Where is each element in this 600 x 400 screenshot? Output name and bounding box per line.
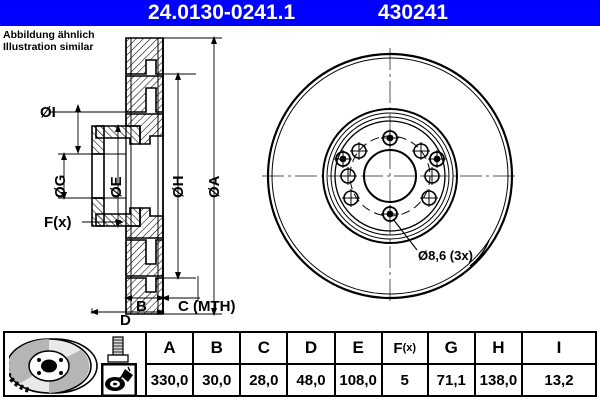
brake-disc-icon bbox=[9, 338, 98, 394]
circle-ring-H bbox=[322, 108, 458, 244]
drawing-svg bbox=[50, 36, 518, 316]
table-grid: A B C D E F(x) G H I 330,0 30,0 28,0 48,… bbox=[147, 333, 595, 395]
specification-table: A B C D E F(x) G H I 330,0 30,0 28,0 48,… bbox=[3, 331, 597, 397]
col-header-Fx-main: F bbox=[393, 339, 403, 357]
value-E: 108,0 bbox=[336, 365, 383, 395]
table-header-row: A B C D E F(x) G H I bbox=[147, 333, 595, 365]
table-value-row: 330,0 30,0 28,0 48,0 108,0 5 71,1 138,0 … bbox=[147, 365, 595, 395]
callout-arc bbox=[469, 239, 490, 267]
col-header-H: H bbox=[476, 333, 523, 363]
dimension-lines-left bbox=[50, 36, 222, 316]
circle-ring-inner2 bbox=[330, 116, 450, 236]
section-upper-vent bbox=[125, 75, 164, 113]
label-I: ØI bbox=[40, 104, 56, 121]
label-hole-callout: Ø8,6 (3x) bbox=[418, 248, 473, 263]
label-C: C (MTH) bbox=[178, 298, 236, 315]
value-G: 71,1 bbox=[429, 365, 476, 395]
label-D: D bbox=[120, 312, 131, 329]
value-D: 48,0 bbox=[288, 365, 336, 395]
section-hat-flange-upper bbox=[91, 125, 105, 155]
circle-centre-bore-G bbox=[363, 149, 417, 203]
col-header-Fx-sub: (x) bbox=[402, 342, 417, 354]
lug-hole bbox=[339, 167, 357, 185]
label-B: B bbox=[136, 298, 147, 315]
lug-hole bbox=[342, 189, 360, 207]
threaded-hole bbox=[334, 150, 352, 168]
value-H: 138,0 bbox=[476, 365, 523, 395]
value-A: 330,0 bbox=[147, 365, 195, 395]
label-Fx: F(x) bbox=[44, 214, 72, 231]
col-header-G: G bbox=[429, 333, 476, 363]
header-banner: 24.0130-0241.1 430241 bbox=[0, 0, 600, 26]
label-E: ØE bbox=[108, 176, 125, 198]
value-I: 13,2 bbox=[544, 371, 574, 389]
note-line-de: Abbildung ähnlich bbox=[3, 29, 95, 41]
drawing-canvas: ØI ØG ØE ØH ØA F(x) B C (MTH) D Ø8,6 (3x… bbox=[0, 26, 600, 329]
col-header-C: C bbox=[241, 333, 289, 363]
section-lower-ring bbox=[125, 277, 164, 315]
col-header-D: D bbox=[288, 333, 336, 363]
threaded-hole bbox=[428, 150, 446, 168]
value-C: 28,0 bbox=[241, 365, 289, 395]
col-header-E: E bbox=[336, 333, 383, 363]
label-A: ØA bbox=[206, 175, 223, 199]
section-lower-vent bbox=[125, 239, 164, 277]
threaded-hole-group bbox=[334, 129, 446, 223]
spray-tool-icon bbox=[101, 363, 137, 397]
lug-hole bbox=[420, 189, 438, 207]
section-hat-bore bbox=[91, 153, 105, 199]
cross-section-view bbox=[91, 37, 164, 315]
label-H: ØH bbox=[170, 175, 187, 199]
circle-outer-A bbox=[266, 52, 514, 300]
bolt-icon bbox=[107, 336, 129, 363]
illustration-note: Abbildung ähnlich Illustration similar bbox=[3, 29, 95, 53]
callout-leader bbox=[392, 218, 418, 251]
col-header-B: B bbox=[194, 333, 242, 363]
col-header-A: A bbox=[147, 333, 195, 363]
lug-hole-group bbox=[339, 142, 441, 207]
threaded-hole bbox=[381, 129, 399, 147]
part-number: 24.0130-0241.1 bbox=[148, 1, 296, 24]
section-upper-ring bbox=[125, 37, 164, 75]
col-header-I: I bbox=[556, 338, 562, 357]
threaded-hole bbox=[381, 205, 399, 223]
circle-hat-E bbox=[334, 120, 446, 232]
note-line-en: Illustration similar bbox=[3, 41, 94, 53]
col-header-Fx: F(x) bbox=[383, 333, 429, 363]
icons-cell bbox=[5, 333, 147, 397]
lug-hole bbox=[350, 142, 368, 160]
circle-outer-inner bbox=[271, 57, 509, 295]
value-B: 30,0 bbox=[194, 365, 242, 395]
lug-hole bbox=[412, 142, 430, 160]
reference-code: 430241 bbox=[378, 1, 449, 24]
label-G: ØG bbox=[52, 174, 69, 198]
lug-hole bbox=[423, 167, 441, 185]
section-lower-transition bbox=[125, 207, 164, 239]
value-Fx: 5 bbox=[383, 365, 429, 395]
front-view bbox=[262, 48, 518, 304]
circle-ring-inner1 bbox=[326, 112, 454, 240]
